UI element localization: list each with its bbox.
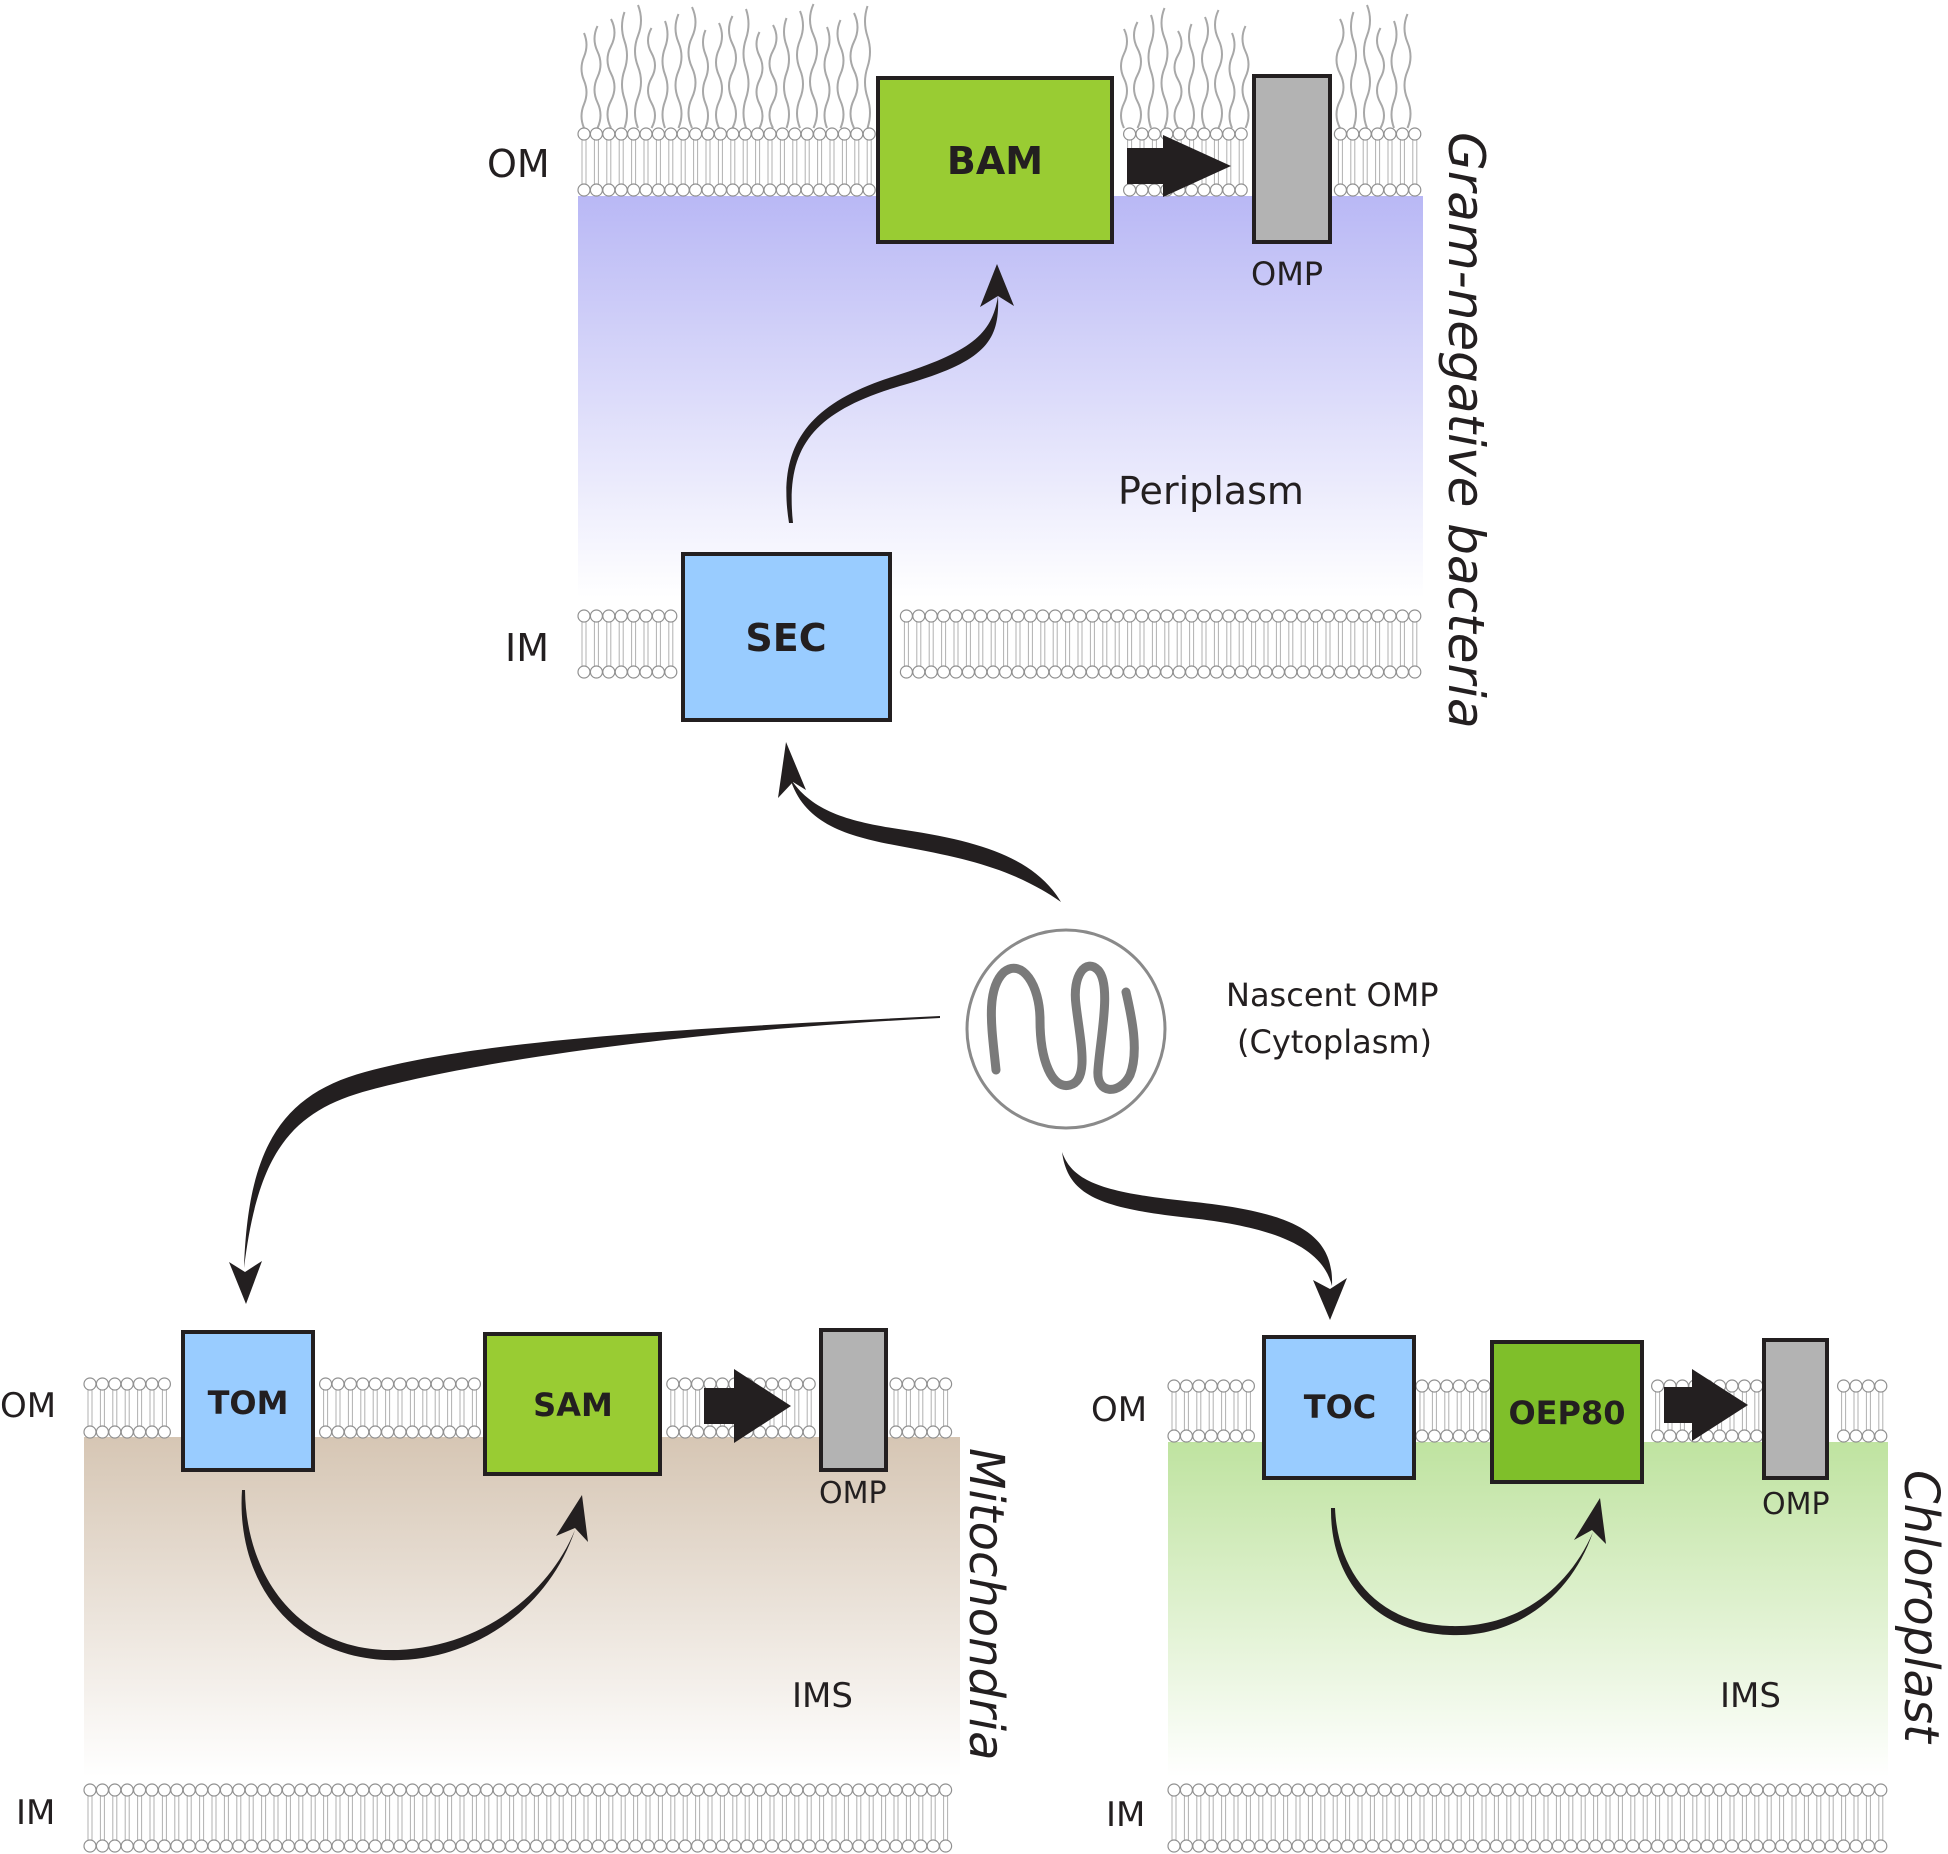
bac-om-label: OM (487, 142, 550, 186)
arrow-cyto-to-tom (244, 1016, 940, 1268)
sec-label: SEC (745, 616, 826, 660)
chloro-om-label: OM (1091, 1390, 1147, 1430)
oep80-label: OEP80 (1508, 1394, 1625, 1432)
sec-complex: SEC (681, 552, 892, 722)
sam-label: SAM (533, 1386, 613, 1424)
lps-chain (1120, 28, 1128, 129)
tom-label: TOM (208, 1384, 289, 1422)
lps-chain (1241, 25, 1250, 129)
lps-chain (647, 27, 656, 129)
arrow-cyto-to-toc (1062, 1152, 1333, 1286)
sam-complex: SAM (483, 1332, 662, 1476)
lps-chain (728, 15, 737, 129)
chloro-im-label: IM (1106, 1795, 1145, 1835)
lps-chain (715, 22, 723, 129)
chloro-inner-membrane (1167, 1783, 1888, 1853)
lps-chain (836, 19, 845, 129)
unfolded-chain (986, 961, 1139, 1094)
periplasm-region (578, 196, 1423, 598)
bam-complex: BAM (876, 76, 1114, 244)
chloro-ims-label: IMS (1720, 1676, 1781, 1716)
arrowhead-sam (556, 1495, 588, 1542)
lps-chain (809, 3, 818, 129)
omp-chloro (1762, 1338, 1829, 1480)
lps-chain (580, 32, 588, 129)
mito-outer-membrane (83, 1377, 953, 1439)
lps-chain (1201, 16, 1209, 129)
nascent-omp-label: Nascent OMP (1226, 976, 1439, 1014)
lps-chain (783, 17, 790, 129)
lps-chain (1390, 20, 1398, 129)
lps-chain (661, 20, 669, 129)
bac-inner-membrane (577, 609, 1422, 679)
lps-layer (580, 3, 1412, 129)
mito-im-label: IM (16, 1793, 55, 1833)
lps-chain (1133, 21, 1142, 129)
lps-chain (823, 26, 831, 129)
arrowhead-sec (778, 742, 806, 798)
lps-chain (796, 10, 804, 129)
lps-chain (755, 31, 764, 129)
mito-side-label: Mitochondria (958, 1448, 1014, 1761)
lps-chain (634, 4, 642, 129)
lps-chain (1403, 13, 1412, 129)
lps-chain (593, 25, 602, 129)
arrow-sec-to-bam (786, 296, 999, 523)
block-arrow-mito (704, 1369, 791, 1443)
lps-chain (1160, 7, 1169, 129)
bacteria-side-label: Gram-negative bacteria (1437, 132, 1495, 729)
toc-label: TOC (1304, 1388, 1377, 1426)
lps-chain (702, 29, 709, 129)
lps-chain (864, 5, 871, 129)
omp-bacteria (1252, 74, 1332, 244)
periplasm-label: Periplasm (1118, 469, 1304, 513)
block-arrow-chloro (1664, 1369, 1748, 1441)
oep80-complex: OEP80 (1490, 1340, 1644, 1484)
lps-chain (742, 8, 750, 129)
lps-chain (768, 24, 778, 129)
lps-chain (1376, 27, 1385, 129)
cytoplasm-label: (Cytoplasm) (1237, 1023, 1432, 1061)
arrowhead-oep80 (1574, 1498, 1606, 1544)
bac-im-label: IM (505, 626, 549, 670)
arrowhead-tom (229, 1261, 262, 1304)
lps-chain (1173, 30, 1183, 129)
lps-chain (621, 11, 628, 129)
pathway-arrows (229, 135, 1748, 1661)
bac-omp-label: OMP (1251, 255, 1323, 293)
mito-inner-membrane (83, 1783, 953, 1853)
lps-chain (849, 12, 859, 129)
mito-omp-label: OMP (819, 1476, 887, 1511)
bam-label: BAM (947, 139, 1043, 183)
lps-chain (1188, 23, 1195, 129)
arrowhead-toc (1313, 1278, 1347, 1320)
chloro-omp-label: OMP (1762, 1487, 1830, 1522)
mito-om-label: OM (0, 1386, 56, 1426)
arrow-cyto-to-sec (790, 778, 1061, 902)
chloro-side-label: Chloroplast (1893, 1470, 1948, 1745)
omp-mito (819, 1328, 888, 1472)
tom-complex: TOM (181, 1330, 315, 1472)
lps-chain (606, 18, 616, 129)
block-arrow-bacteria (1127, 135, 1231, 197)
lps-chain (1214, 9, 1223, 129)
lps-chain (1335, 18, 1345, 129)
nascent-omp (965, 928, 1167, 1130)
lps-chain (1147, 14, 1155, 129)
lps-chain (674, 13, 683, 129)
lps-chain (687, 6, 697, 129)
mito-ims-label: IMS (792, 1676, 853, 1716)
lps-chain (1228, 32, 1236, 129)
arrowhead-bam (980, 264, 1014, 307)
lps-chain (1350, 11, 1357, 129)
toc-complex: TOC (1262, 1335, 1416, 1480)
lps-chain (1363, 4, 1371, 129)
